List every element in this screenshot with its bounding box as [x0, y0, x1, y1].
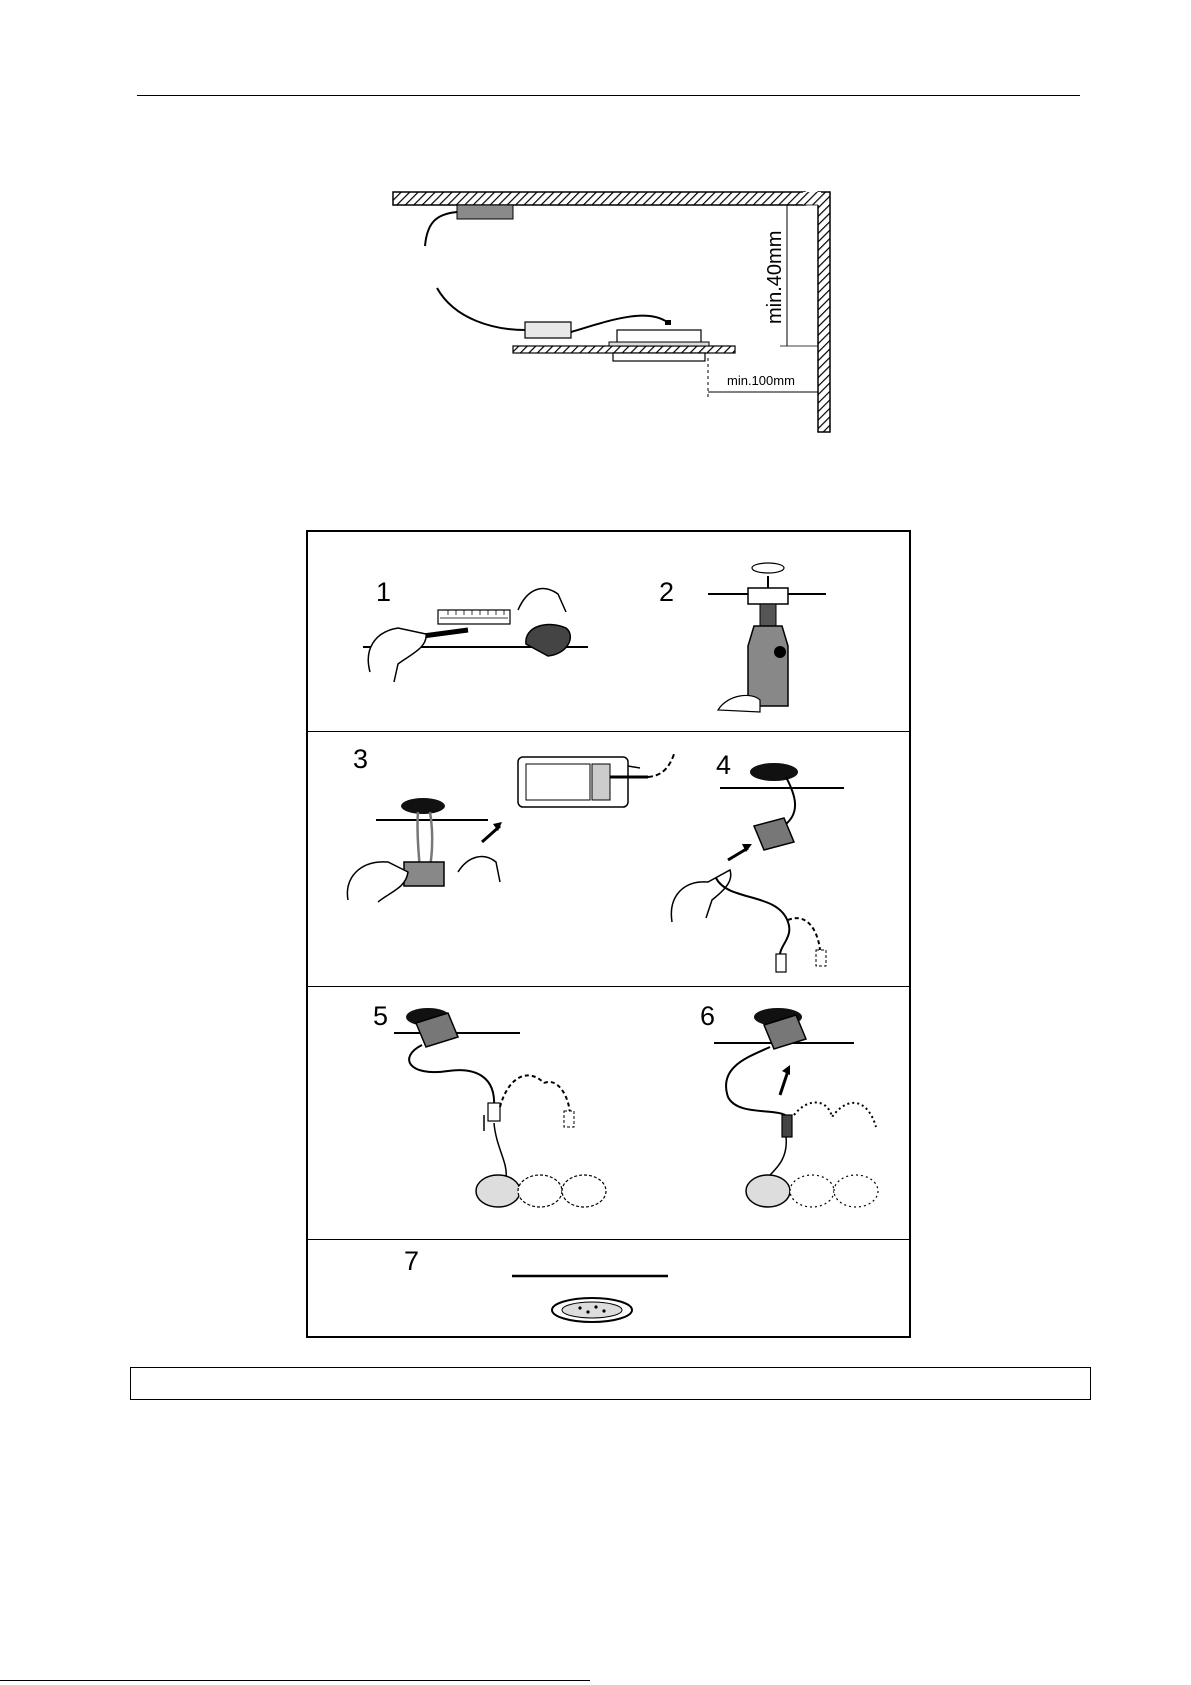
header-rule [137, 95, 1080, 96]
junction-box [457, 205, 513, 219]
led-driver [525, 322, 571, 338]
right-wall [818, 192, 830, 432]
suspended-ceiling-panel [513, 346, 735, 353]
plug-into-driver-icon [671, 763, 844, 972]
caption-box [130, 1367, 1091, 1400]
installation-steps-frame: 1 2 [306, 530, 911, 1338]
footnote-rule [0, 1680, 590, 1681]
min-height-label: min.40mm [764, 231, 786, 324]
min-distance-label: min.100mm [727, 373, 795, 388]
steps-row-2: 3 4 [308, 732, 909, 987]
pull-cable-through-hole-icon [714, 1008, 878, 1207]
steps-row-3: 5 6 [308, 987, 909, 1240]
pencil-and-ruler-marking-icon [363, 589, 588, 682]
connect-multiple-lights-icon [394, 1008, 606, 1207]
mounting-clearance-diagram: min.40mm min.100mm [385, 182, 835, 442]
steps-row-1: 1 2 [308, 532, 909, 732]
drill-with-hole-saw-icon [708, 563, 826, 712]
light-fixture-trim [613, 353, 705, 361]
steps-row-4: 7 [308, 1240, 909, 1336]
ceiling-slab [393, 192, 805, 205]
wire-to-driver-terminal-icon [347, 754, 674, 902]
press-light-into-hole-icon [512, 1276, 668, 1322]
